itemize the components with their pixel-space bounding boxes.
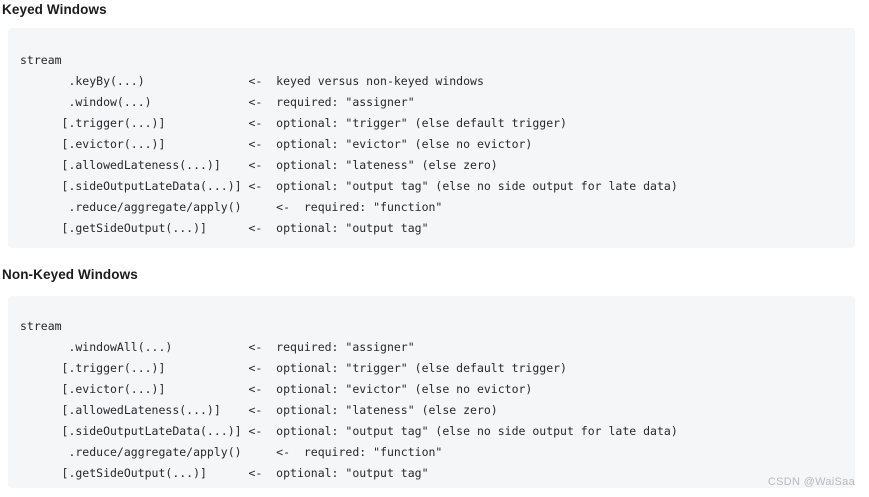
- page-title-keyed-windows: Keyed Windows: [2, 2, 107, 17]
- code-content-keyed-windows: stream .keyBy(...) <- keyed versus non-k…: [20, 53, 678, 235]
- code-content-non-keyed-windows: stream .windowAll(...) <- required: "ass…: [20, 319, 678, 480]
- page-title-non-keyed-windows: Non-Keyed Windows: [2, 267, 138, 282]
- watermark: CSDN @WaiSaa: [767, 476, 855, 488]
- code-block-non-keyed-windows: stream .windowAll(...) <- required: "ass…: [8, 296, 855, 488]
- code-block-keyed-windows: stream .keyBy(...) <- keyed versus non-k…: [8, 28, 855, 248]
